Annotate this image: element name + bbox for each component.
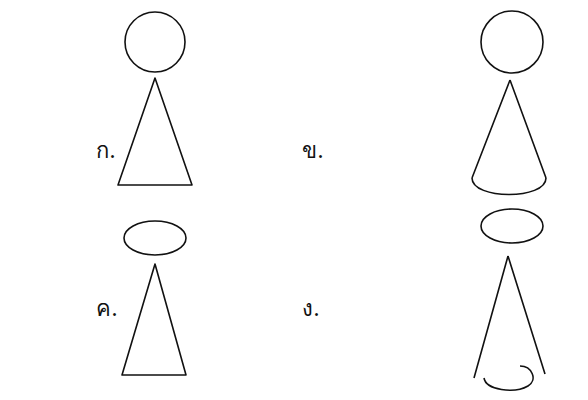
cone-sides bbox=[472, 80, 546, 178]
top-view-ellipse bbox=[124, 221, 186, 255]
front-view-triangle bbox=[122, 264, 186, 375]
cone-sides bbox=[474, 256, 545, 378]
choice-letter: ค. bbox=[96, 298, 118, 320]
cone-base-curve bbox=[484, 366, 533, 390]
choice-letter: ง. bbox=[302, 298, 320, 320]
choice-letter: ก. bbox=[96, 140, 116, 162]
cone-base-curve bbox=[472, 178, 546, 195]
choice-letter: ข. bbox=[302, 140, 324, 162]
top-view-circle bbox=[481, 11, 543, 73]
top-view-circle bbox=[125, 12, 185, 72]
front-view-triangle bbox=[118, 78, 192, 185]
top-view-ellipse bbox=[481, 209, 543, 243]
